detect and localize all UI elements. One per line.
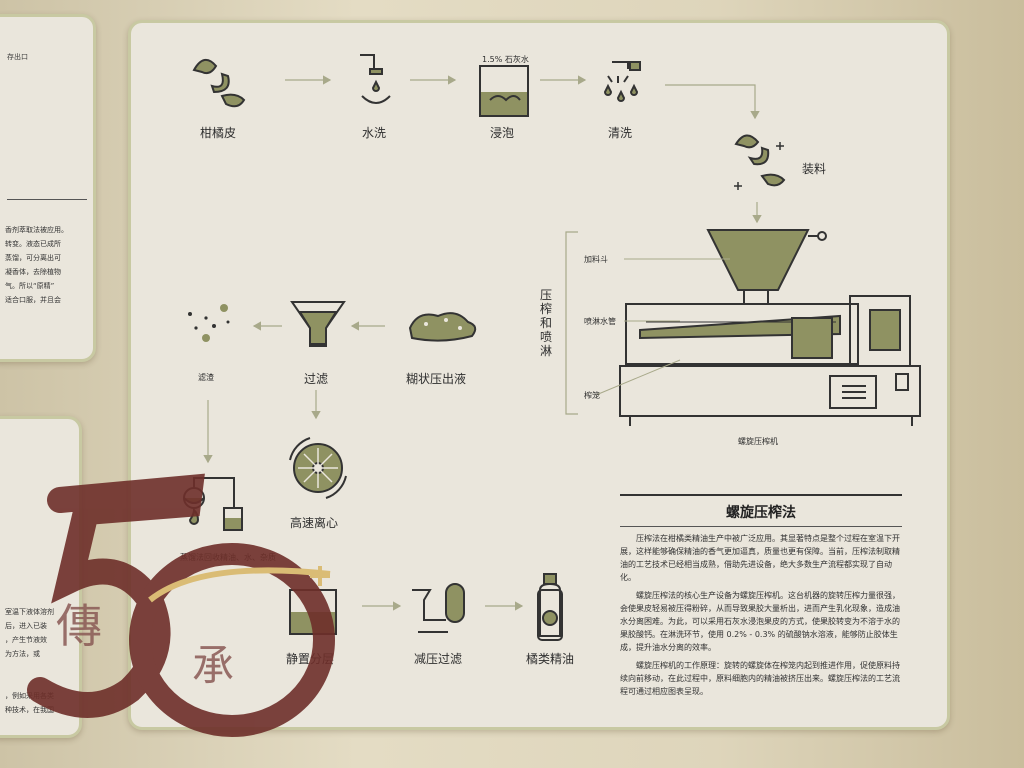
overlay-glyph-b: 承: [192, 641, 235, 690]
soak-container-icon: [479, 65, 529, 117]
article-paragraph: 螺旋压榨机的工作原理：旋转的螺旋体在榨笼内起到推进作用，促使原料持续向前移动，在…: [620, 661, 900, 696]
step-label-press: 压榨和喷淋: [540, 288, 553, 358]
article-paragraph: 压榨法在柑橘类精油生产中被广泛应用。其显著特点是整个过程在室温下开展，这样能够确…: [620, 534, 900, 582]
filter-funnel-icon: [290, 301, 346, 347]
machine-label-cage: 榨笼: [584, 391, 600, 400]
soak-solution-tag: 1.5% 石灰水: [482, 55, 529, 64]
panel-heading-fragment: 存出口: [7, 53, 28, 61]
machine-callouts: [595, 258, 730, 396]
distill-apparatus-icon: [183, 477, 243, 531]
machine-label-hopper: 加料斗: [584, 255, 608, 264]
left-panel-text: 香剂萃取法被应用。 转变。液态已成所 蒸馏，可分离出可 凝香体，去除植物 气。所…: [5, 223, 68, 307]
overlay-glyph-a: 傳: [56, 599, 102, 653]
step-label-load: 装料: [802, 162, 827, 176]
step-label-centrifuge: 高速离心: [290, 516, 339, 530]
step-label-filter: 过滤: [304, 372, 329, 386]
left-info-panel: 存出口 香剂萃取法被应用。 转变。液态已成所 蒸馏，可分离出可 凝香体，去除植物…: [0, 14, 96, 362]
screw-press-article: 螺旋压榨法 压榨法在柑橘类精油生产中被广泛应用。其显著特点是整个过程在室温下开展…: [620, 494, 902, 698]
text-line: 凝香体，去除植物: [5, 268, 61, 276]
text-line: 为方法，或: [5, 650, 40, 658]
residue-dots-icon: [188, 304, 230, 342]
flow-arrows: [203, 75, 762, 611]
text-line: 转变。液态已成所: [5, 240, 61, 248]
text-line: 后，进入已装: [5, 622, 47, 630]
article-title: 螺旋压榨法: [620, 494, 902, 527]
text-line: 蒸馏，可分离出可: [5, 254, 61, 262]
rinse-shower-icon: [603, 61, 641, 102]
citrus-peel-icon: [192, 59, 246, 108]
step-label-vacuum: 减压过滤: [414, 652, 463, 666]
text-line: ，产生节液效: [5, 636, 47, 644]
step-label-rinse: 清洗: [608, 126, 633, 140]
step-label-wash: 水洗: [362, 126, 387, 140]
step-label-oil: 橘类精油: [526, 652, 575, 666]
paste-pile-icon: [408, 312, 477, 342]
machine-label-spray-pipe: 喷淋水管: [584, 317, 616, 326]
divider: [7, 199, 87, 200]
settle-container-icon: [289, 589, 337, 635]
step-label-distill: 蒸馏法回收精油、水、杂质: [180, 553, 276, 562]
load-peel-icon: [734, 134, 786, 190]
centrifuge-icon: [289, 437, 347, 499]
step-label-settle: 静置分层: [286, 652, 335, 666]
step-label-paste: 糊状压出液: [406, 372, 467, 386]
screw-press-machine: [619, 229, 921, 426]
text-line: 适合口服，并且会: [5, 296, 61, 304]
essential-oil-bottle-icon: [537, 573, 563, 641]
step-label-peel: 柑橘皮: [200, 126, 237, 140]
faucet-wash-icon: [360, 54, 391, 104]
article-paragraph: 螺旋压榨法的核心生产设备为螺旋压榨机。这台机器的旋转压榨力量很强，会使果皮轻易被…: [620, 591, 900, 652]
step-label-soak: 浸泡: [490, 126, 515, 140]
vacuum-filter-icon: [412, 583, 465, 633]
step-label-residue: 滤渣: [198, 373, 214, 382]
machine-name-label: 螺旋压榨机: [738, 437, 778, 446]
text-line: 香剂萃取法被应用。: [5, 226, 68, 234]
text-line: 气。所以“原精”: [5, 282, 55, 290]
